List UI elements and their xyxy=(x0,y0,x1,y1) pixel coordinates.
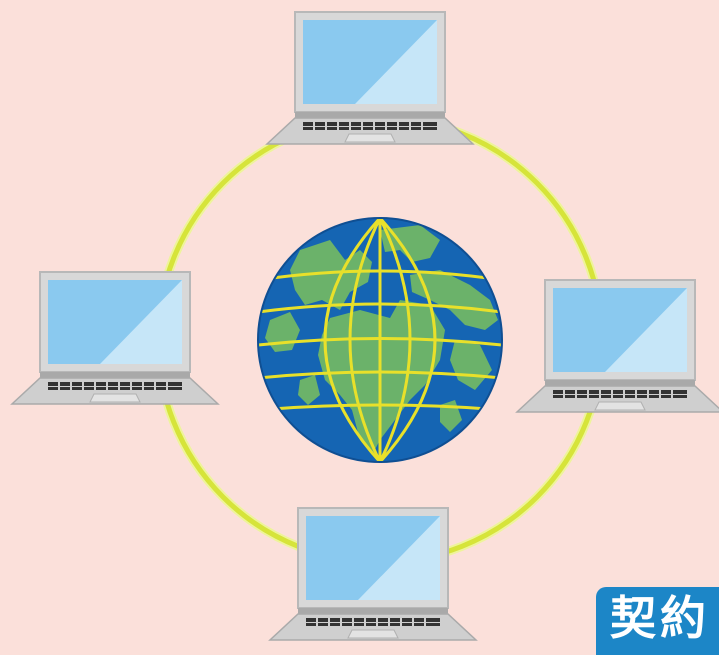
laptop-bottom xyxy=(269,507,477,641)
globe-icon xyxy=(257,217,503,463)
laptop-left xyxy=(11,271,219,405)
laptop-top xyxy=(266,11,474,145)
caption-text: 契約 xyxy=(610,591,710,645)
caption-badge: 契約 xyxy=(596,587,719,655)
laptop-right xyxy=(516,279,719,413)
